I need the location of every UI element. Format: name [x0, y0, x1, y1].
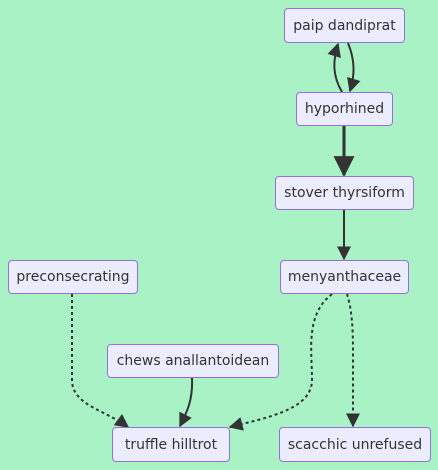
- node-stover-thyrsiform[interactable]: stover thyrsiform: [275, 176, 414, 210]
- edge-chews-anallantoidean-to-truffle-hilltrot: [179, 377, 194, 428]
- node-scacchic-unrefused[interactable]: scacchic unrefused: [279, 427, 431, 462]
- node-label: scacchic unrefused: [287, 436, 423, 453]
- node-paip-dandiprat[interactable]: paip dandiprat: [284, 8, 405, 43]
- edge-hyporhined-to-paip-dandiprat: [327, 42, 343, 93]
- node-label: chews anallantoidean: [116, 353, 270, 369]
- edge-preconsecrating-to-truffle-hilltrot: [71, 294, 130, 428]
- node-label: menyanthaceae: [287, 269, 402, 285]
- node-chews-anallantoidean[interactable]: chews anallantoidean: [107, 344, 279, 378]
- node-label: stover thyrsiform: [284, 185, 405, 201]
- node-label: truffle hilltrot: [124, 436, 218, 453]
- edge-menyanthaceae-to-scacchic-unrefused: [346, 293, 360, 428]
- node-hyporhined[interactable]: hyporhined: [296, 92, 393, 126]
- node-label: paip dandiprat: [293, 17, 396, 34]
- node-label: preconsecrating: [16, 269, 130, 285]
- node-label: hyporhined: [304, 101, 385, 117]
- node-truffle-hilltrot[interactable]: truffle hilltrot: [112, 427, 230, 462]
- edge-menyanthaceae-to-truffle-hilltrot: [228, 293, 333, 431]
- edge-paip-dandiprat-to-hyporhined: [347, 42, 361, 93]
- node-preconsecrating[interactable]: preconsecrating: [8, 260, 138, 294]
- node-menyanthaceae[interactable]: menyanthaceae: [280, 260, 409, 294]
